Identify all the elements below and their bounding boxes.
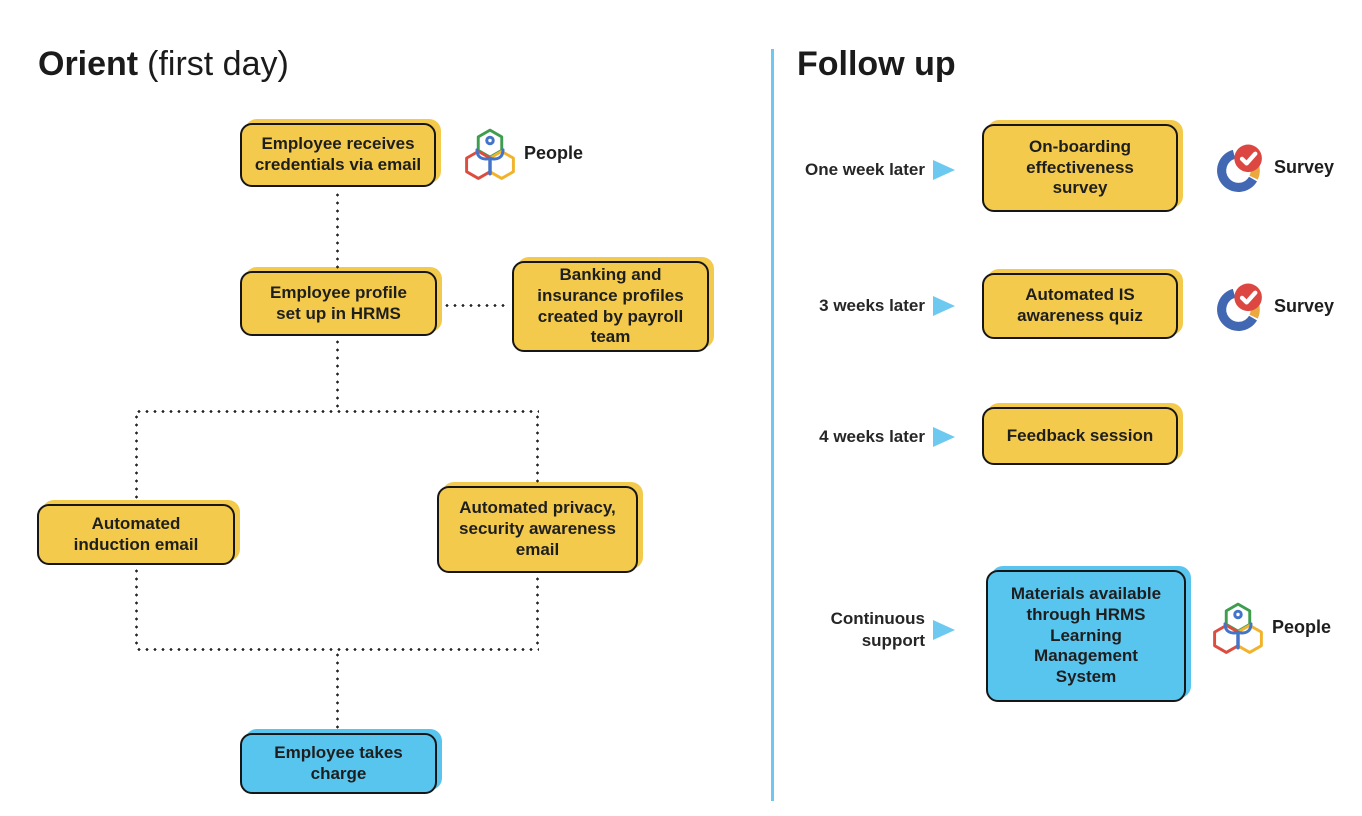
section-divider [771, 49, 774, 801]
survey-badge-label: Survey [1274, 296, 1335, 316]
connector-branch-to-induction [135, 413, 138, 503]
people-icon [464, 126, 516, 187]
connector-privacy-down [536, 575, 539, 649]
timeline-label-continuous-support: Continuous support [830, 609, 925, 650]
flow-node-onboarding-survey: On-boarding effectiveness survey [982, 124, 1178, 212]
flow-node-profile: Employee profile set up in HRMS [240, 271, 437, 336]
timeline-label-4-weeks: 4 weeks later [819, 427, 925, 446]
orient-title-text: Orient [38, 45, 139, 83]
people-badge-label: People [524, 143, 584, 163]
connector-branch-horizontal [135, 410, 539, 413]
connector-induction-down [135, 567, 138, 649]
flow-node-induction: Automated induction email [37, 504, 235, 565]
survey-icon [1216, 281, 1267, 337]
orient-title-note: (first day) [147, 45, 289, 83]
section-title-orient: Orient(first day) [38, 45, 289, 83]
flow-node-banking: Banking and insurance profiles created b… [512, 261, 709, 352]
flow-node-credentials: Employee receives credentials via email [240, 123, 436, 187]
connector-profile-down [336, 338, 339, 410]
arrow-right-icon [933, 427, 955, 447]
connector-branch-to-privacy [536, 413, 539, 485]
flow-node-privacy: Automated privacy, security awareness em… [437, 486, 638, 573]
survey-badge-label: Survey [1274, 157, 1335, 177]
arrow-right-icon [933, 160, 955, 180]
people-badge-label: People [1272, 617, 1332, 637]
connector-profile-to-banking [443, 304, 509, 307]
flow-node-feedback-session: Feedback session [982, 407, 1178, 465]
people-icon [1212, 600, 1264, 661]
arrow-right-icon [933, 296, 955, 316]
flow-node-is-awareness-quiz: Automated IS awareness quiz [982, 273, 1178, 339]
follow-up-title-text: Follow up [797, 45, 956, 83]
connector-merge-horizontal [135, 648, 539, 651]
connector-merge-to-charge [336, 651, 339, 732]
flow-node-employee-takes-charge: Employee takes charge [240, 733, 437, 794]
connector-credentials-to-profile [336, 191, 339, 269]
arrow-right-icon [933, 620, 955, 640]
section-title-follow-up: Follow up [797, 45, 956, 83]
flow-node-hrms-lms-materials: Materials available through HRMS Learnin… [986, 570, 1186, 702]
timeline-label-one-week: One week later [804, 160, 925, 179]
survey-icon [1216, 142, 1267, 198]
timeline-label-3-weeks: 3 weeks later [819, 296, 925, 315]
